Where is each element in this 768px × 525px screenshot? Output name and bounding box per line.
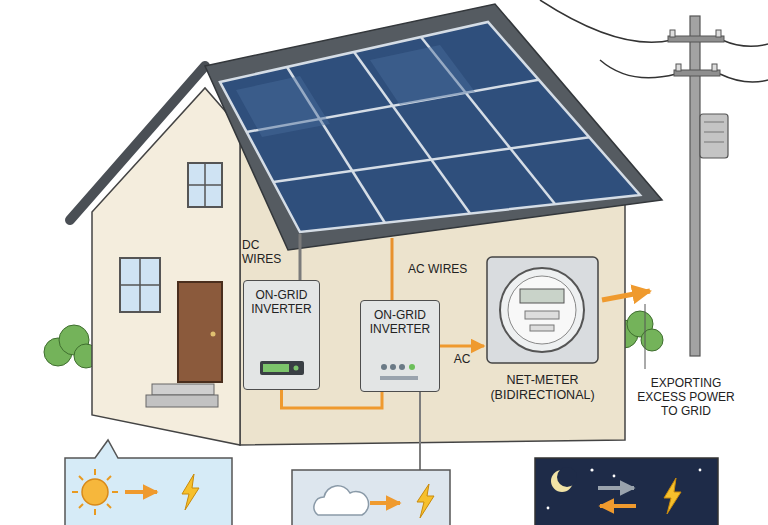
star xyxy=(699,469,702,472)
cloud-panel xyxy=(292,470,450,525)
panel-highlight xyxy=(236,76,330,137)
meter-box xyxy=(487,257,598,363)
meter-display xyxy=(530,325,554,331)
bush xyxy=(641,329,663,351)
flow-arrow xyxy=(370,501,400,505)
meter-label: NET-METER (BIDIRECTIONAL) xyxy=(465,373,620,403)
sun-ray xyxy=(112,491,118,493)
status-light xyxy=(409,364,415,370)
meter-display xyxy=(525,311,559,319)
meter-housing xyxy=(485,255,600,365)
inverter-box: ON-GRID INVERTER xyxy=(243,280,320,390)
window-frame xyxy=(120,284,160,286)
moon-shadow xyxy=(557,467,577,487)
wire-label: DC WIRES xyxy=(242,238,281,266)
meter-dial xyxy=(508,276,576,344)
status-light xyxy=(293,366,298,371)
label-holder: AC xyxy=(454,352,471,366)
power-line xyxy=(720,74,768,82)
flow-arrow xyxy=(440,345,484,348)
transformer xyxy=(700,114,728,158)
box-label: ON-GRID INVERTER xyxy=(249,288,314,316)
label-holder: EXPORTING EXCESS POWER TO GRID xyxy=(632,376,740,418)
sun-icon xyxy=(82,479,108,505)
status-light xyxy=(381,364,387,370)
status-light xyxy=(390,364,396,370)
edge-label: AC xyxy=(454,352,471,366)
sun-rays xyxy=(72,469,118,515)
net-meter: NET-METER (BIDIRECTIONAL) xyxy=(485,255,600,403)
panel-grid-line xyxy=(273,137,589,182)
lightning-icon xyxy=(182,474,199,510)
inverter-box: ON-GRID INVERTER xyxy=(360,300,440,392)
flow-arrow xyxy=(125,490,157,494)
meter-display xyxy=(520,289,564,303)
wire xyxy=(419,392,421,470)
step xyxy=(146,395,218,407)
wire-label: AC WIRES xyxy=(408,262,467,276)
export-arrow xyxy=(602,291,650,300)
window xyxy=(120,258,160,312)
label-holder: AC WIRES xyxy=(408,262,467,276)
inverter-display xyxy=(263,364,289,372)
sun-panel xyxy=(65,440,232,525)
door xyxy=(178,282,222,382)
panel-highlight xyxy=(370,45,475,105)
cloud-icon xyxy=(314,486,369,515)
export-arrow xyxy=(600,504,636,508)
transformer-fin xyxy=(704,132,724,133)
sun-ray xyxy=(79,504,83,508)
dc-wire xyxy=(299,234,302,280)
callout-label: EXPORTING EXCESS POWER TO GRID xyxy=(632,376,740,418)
star xyxy=(613,475,616,478)
window-frame xyxy=(188,184,222,186)
vent xyxy=(380,376,418,380)
sun-ray xyxy=(72,491,78,493)
transformer-fin xyxy=(704,142,724,143)
meter-dial xyxy=(500,268,584,352)
inverter-panel xyxy=(252,355,312,385)
star xyxy=(547,507,550,510)
label-holder: DC WIRES xyxy=(242,238,281,266)
lightning-icon xyxy=(417,484,434,518)
leader-line xyxy=(645,304,646,369)
solar-panel-array xyxy=(220,22,640,232)
inverter-panel xyxy=(370,357,430,387)
box-label: ON-GRID INVERTER xyxy=(366,308,434,336)
sun-ray xyxy=(94,509,96,515)
window xyxy=(188,163,222,207)
roof xyxy=(205,4,662,250)
utility-pole xyxy=(690,16,700,356)
insulator xyxy=(676,64,681,71)
status-light xyxy=(399,364,405,370)
night-panel xyxy=(535,458,718,525)
roof-eave xyxy=(70,66,205,220)
lightning-icon xyxy=(664,478,681,514)
power-line xyxy=(600,60,676,78)
sun-ray xyxy=(107,476,111,480)
power-line xyxy=(540,0,672,42)
ac-wire xyxy=(391,238,394,300)
sun-ray xyxy=(107,504,111,508)
insulator xyxy=(712,64,717,71)
sun-ray xyxy=(94,469,96,475)
insulator xyxy=(716,30,721,37)
import-arrow xyxy=(598,486,634,490)
door-knob xyxy=(211,332,216,337)
inverter-display xyxy=(260,361,304,375)
transformer-fin xyxy=(704,122,724,123)
front-wall xyxy=(92,88,240,445)
sun-ray xyxy=(79,476,83,480)
step xyxy=(152,384,214,395)
wire-connector xyxy=(282,390,383,408)
star xyxy=(590,468,593,471)
insulator xyxy=(670,30,675,37)
power-line xyxy=(722,40,768,46)
